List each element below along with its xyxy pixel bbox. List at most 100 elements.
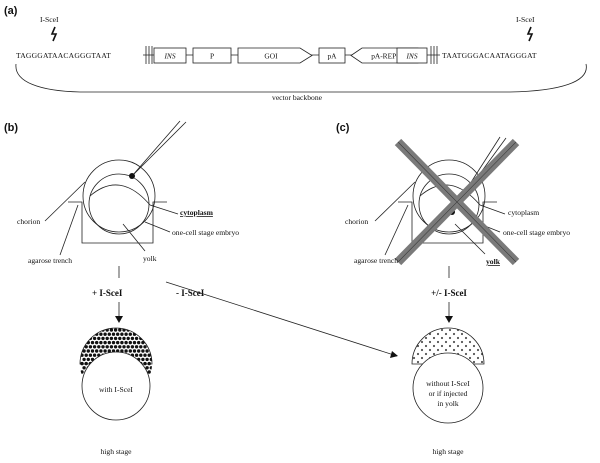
cell-dot [128,340,132,345]
cell-dot [109,328,114,332]
cell-dot [80,361,84,366]
vector-backbone-line [15,63,587,93]
cell-dot [101,345,105,349]
cell-dot [124,340,128,345]
cell-dot [109,345,114,349]
cell-dot [149,366,152,370]
cross-arrow [165,281,398,357]
panel-c-embryo [374,136,520,266]
cell-dot [101,336,105,341]
result-line-1-c: without I-SceI [426,379,470,388]
cell-dot [132,340,137,345]
chorion-pointer-b [44,181,86,222]
cell-dot [143,361,147,366]
cell-dot [122,328,126,332]
cell-dot [139,328,143,332]
cell-dot [99,340,103,345]
cell-dot [132,349,137,353]
cell-dot [118,345,122,349]
cell-dot [118,336,122,341]
cell-dot [84,336,88,341]
cell-dot [147,336,151,341]
cell-dot [149,357,152,362]
embryo-b [88,173,150,235]
cell-dot [84,345,88,349]
cell-dot [113,328,118,332]
chorion-label-b: chorion [17,217,40,226]
cell-dot [134,345,139,349]
panel-b-label: (b) [4,122,18,134]
right-isce-label: I-SceI [516,15,535,24]
cell-dot [139,353,143,357]
cell-dot [84,328,88,332]
chorion-pointer-c [374,181,416,222]
trench-b [68,201,167,244]
cell-dot [116,332,120,336]
cell-dot [97,345,101,349]
left-isce-label: I-SceI [40,15,59,24]
cell-dot [145,332,149,336]
cell-dot [116,340,120,345]
cross-arrow-head [390,351,398,358]
injection-drop-b [129,173,135,179]
trench-pointer-c [384,204,409,256]
left-cut-bolt-icon [50,26,58,42]
cell-dot [134,336,139,341]
trench-c [398,201,497,244]
cell-dot [90,340,95,345]
yolk-label-b: yolk [143,254,157,263]
cell-dot [111,332,116,336]
embryo-label-c: one-cell stage embryo [503,228,570,237]
cell-dot [107,349,112,353]
backbone-label: vector backbone [272,93,323,102]
cell-dot [118,328,122,332]
cell-dot [92,345,97,349]
high-stage-label-c: high stage [432,447,464,456]
high-stage-embryo-c [411,327,485,424]
cell-dot [84,353,88,357]
cell-dot [111,340,116,345]
cell-dot [141,357,145,362]
cell-dot [120,332,124,336]
cell-dot [145,349,149,353]
cell-dot [137,349,141,353]
cell-dot [143,328,147,332]
ins-left-box [153,47,187,64]
cell-dot [92,328,97,332]
trench-label-c: agarose trench [354,256,398,265]
cell-dot [86,349,91,353]
cell-dot [99,349,103,353]
cytoplasm-border-b [89,184,151,206]
cell-dot [88,345,93,349]
cell-dot [147,370,151,374]
chorion-c [412,159,486,233]
cytoplasm-border-c [419,184,481,206]
cell-dot [82,357,86,362]
cell-dot [120,340,124,345]
with-isce-text: with I-SceI [99,385,133,394]
cell-dot [141,349,145,353]
cell-dot [147,361,151,366]
cell-dot [137,332,141,336]
cell-dot [134,353,139,357]
cell-dot [128,332,132,336]
cell-dot [88,328,93,332]
cell-dot [126,336,130,341]
cell-dot [80,328,84,332]
cell-dot [126,345,130,349]
cell-dot [82,340,86,345]
plusminus-isce-label: +/- I-SceI [431,288,467,298]
high-stage-label-b: high stage [100,447,132,456]
panel-b-embryo [44,120,187,256]
cell-dot [92,353,97,357]
goi-arrow [237,47,313,64]
cell-dot [97,336,101,341]
cytoplasm-pointer-b [149,204,179,215]
right-bars [430,46,438,64]
cell-dot [149,340,152,345]
cell-dot [109,336,114,341]
cell-dot [95,349,99,353]
cell-dot [128,349,132,353]
cell-dot [86,340,91,345]
